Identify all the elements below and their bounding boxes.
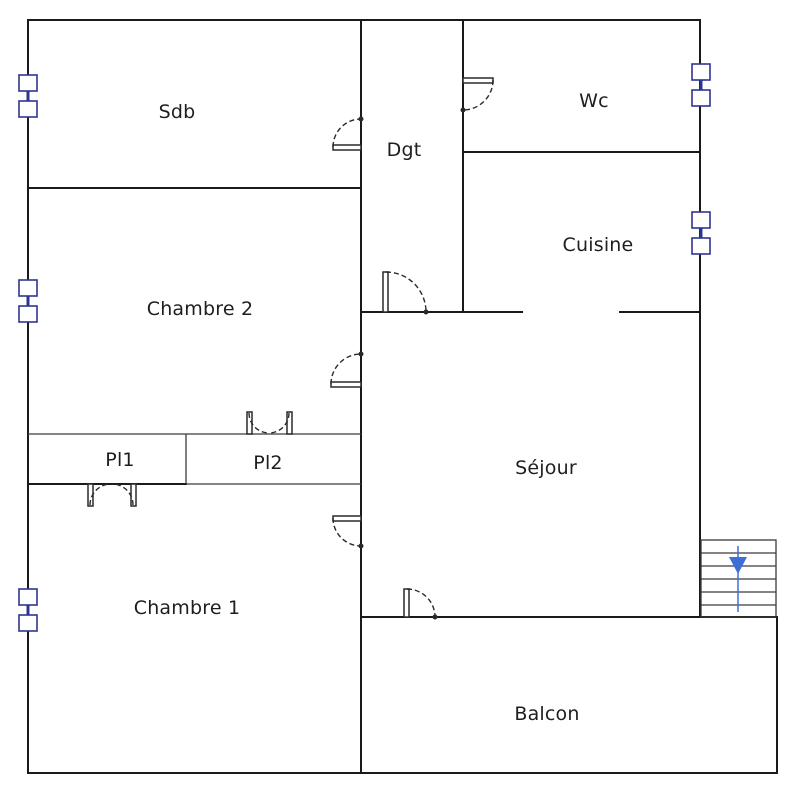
window-icon: [691, 211, 711, 255]
room-label-sejour: Séjour: [515, 457, 577, 479]
room-label-chambre2: Chambre 2: [146, 298, 254, 320]
outer-wall: [27, 19, 778, 774]
room-label-cuisine: Cuisine: [562, 234, 634, 256]
room-label-pl2: Pl2: [253, 452, 283, 474]
door-swing-icon: [382, 271, 429, 315]
door-swing-icon: [332, 515, 364, 549]
window-icon: [18, 74, 38, 118]
door-swing-icon: [332, 116, 364, 151]
window-icon: [691, 63, 711, 107]
staircase-icon: [700, 539, 777, 618]
windows: [18, 63, 711, 632]
door-swing-icon: [330, 351, 364, 388]
door-swing-icon: [87, 483, 137, 507]
door-swing-icon: [403, 588, 438, 620]
doors: [87, 77, 494, 620]
room-label-chambre1: Chambre 1: [133, 597, 241, 619]
room-label-dgt: Dgt: [386, 139, 422, 161]
room-label-balcon: Balcon: [514, 703, 580, 725]
walls: [27, 19, 778, 774]
window-icon: [18, 588, 38, 632]
room-label-pl1: Pl1: [105, 449, 135, 471]
arrow-down-icon: [729, 546, 747, 612]
closets: [27, 433, 361, 485]
room-label-sdb: Sdb: [158, 101, 196, 123]
door-swing-icon: [460, 77, 494, 113]
window-icon: [18, 279, 38, 323]
room-label-wc: Wc: [579, 90, 609, 112]
door-swing-icon: [246, 411, 293, 435]
